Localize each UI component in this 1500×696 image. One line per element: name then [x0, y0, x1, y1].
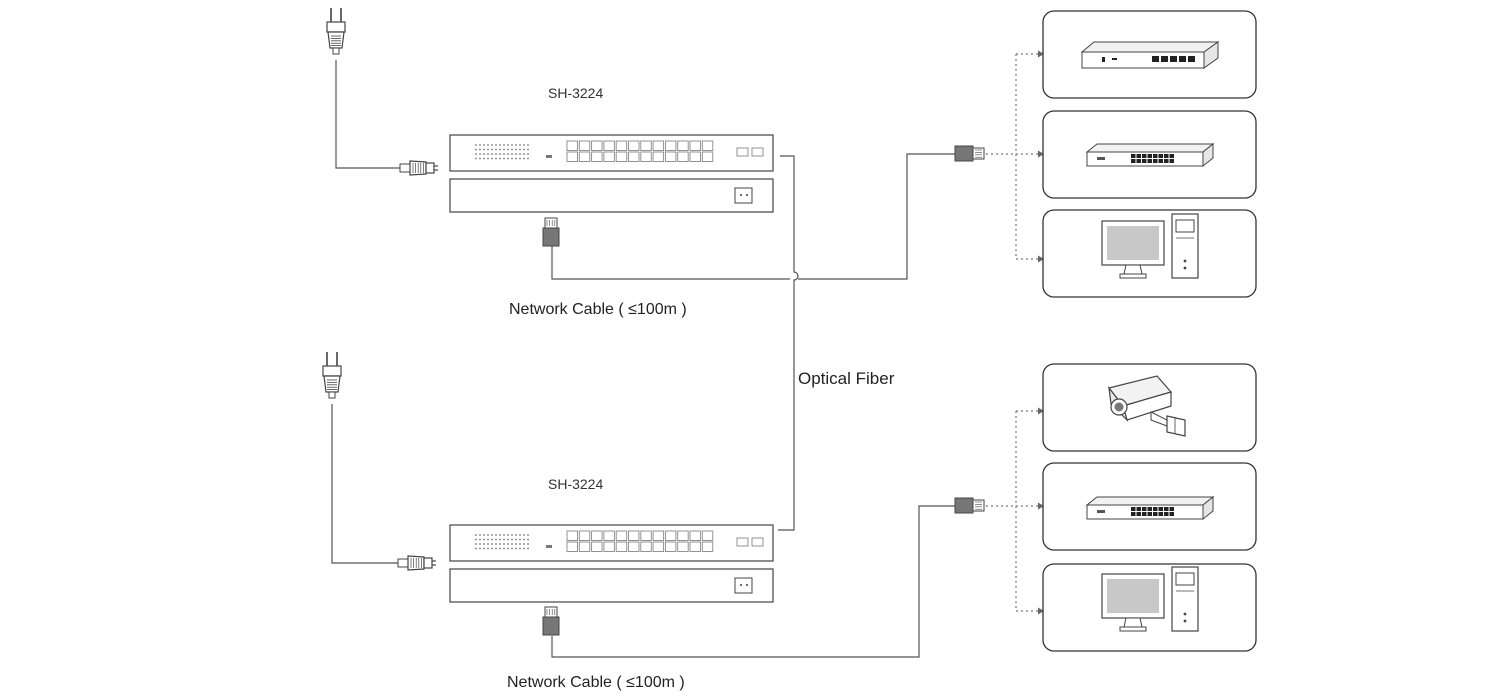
top-arrow-computer [1038, 255, 1044, 263]
camera-icon [1107, 375, 1186, 437]
top-arrow-switch [1038, 150, 1044, 158]
top-power-connector-icon [399, 160, 438, 176]
top-power-plug-icon [326, 8, 346, 55]
computer-icon [1101, 566, 1199, 632]
bottom-arrow-camera [1038, 407, 1044, 415]
bottom-sh3224-switch-icon [449, 524, 774, 603]
top-network-cable-label: Network Cable ( ≤100m ) [509, 301, 687, 318]
bottom-remote-rj45-plug-icon [954, 497, 985, 514]
bottom-arrow-computer [1038, 607, 1044, 615]
bottom-power-connector-icon [397, 555, 436, 571]
router-icon [1080, 41, 1220, 69]
top-power-cable [335, 60, 405, 169]
top-sh3224-switch-icon [449, 134, 774, 213]
optical-fiber-label: Optical Fiber [798, 369, 895, 388]
bottom-switch-model-label: SH-3224 [548, 476, 604, 492]
top-switch-model-label: SH-3224 [548, 85, 604, 101]
bottom-network-cable-label: Network Cable ( ≤100m ) [507, 674, 685, 691]
top-arrow-router [1038, 50, 1044, 58]
bottom-arrow-switch [1038, 502, 1044, 510]
switch-icon [1085, 495, 1215, 521]
optical-fiber-link [778, 155, 799, 531]
switch-icon [1085, 142, 1215, 168]
top-switch-rj45-plug-icon [542, 217, 560, 247]
top-network-cable-b [798, 153, 957, 280]
top-network-cable-a [551, 246, 790, 280]
bottom-network-cable [551, 505, 957, 658]
bottom-power-plug-icon [322, 352, 342, 399]
bottom-switch-rj45-plug-icon [542, 606, 560, 636]
bottom-power-cable [331, 404, 403, 564]
computer-icon [1101, 213, 1199, 279]
top-remote-rj45-plug-icon [954, 145, 985, 162]
